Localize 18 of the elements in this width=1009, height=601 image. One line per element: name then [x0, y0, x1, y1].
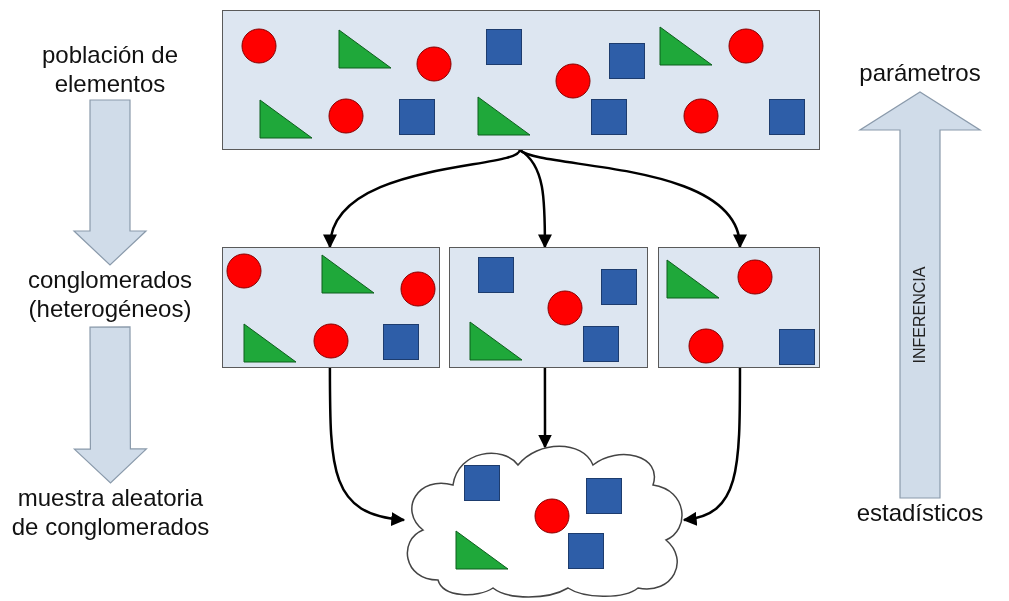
arrow [682, 368, 742, 525]
cluster-box [449, 247, 648, 368]
cluster-box [658, 247, 820, 368]
sample-label: muestra aleatoria de conglomerados [3, 483, 218, 545]
edge-label: INFERENCIA [910, 266, 929, 364]
arrow [328, 368, 406, 526]
population-box [222, 10, 820, 150]
arrow [519, 148, 745, 249]
block-arrow [857, 91, 983, 499]
statistics-label: estadísticos [835, 498, 1005, 532]
arrow [325, 149, 521, 249]
population-label: población de elementos [15, 40, 205, 100]
block-arrow [72, 99, 148, 266]
cluster-box [222, 247, 440, 368]
parameters-label: parámetros [835, 58, 1005, 92]
clusters-label: conglomerados (heterogéneos) [5, 265, 215, 327]
block-arrow [72, 326, 148, 484]
arrow [538, 368, 552, 449]
